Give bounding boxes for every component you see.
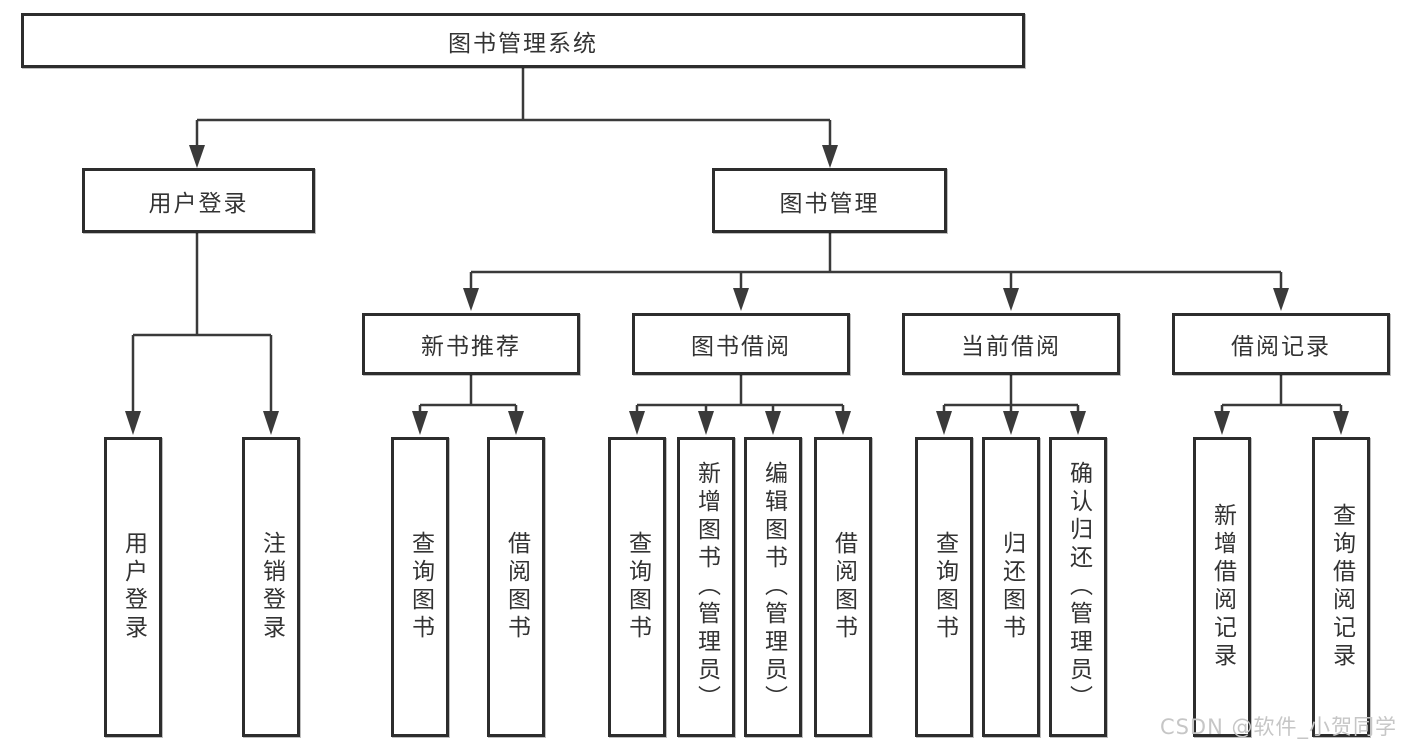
connector-root-to-level2 (195, 68, 832, 147)
node-borrow-records: 借阅记录 (1172, 313, 1390, 375)
leaf-add-book-admin: 新增图书（管理员） (677, 437, 735, 737)
arrow-down-icon (508, 411, 524, 435)
leaf-query-books-borrow-label: 查询图书 (624, 531, 651, 643)
arrow-down-icon (1214, 411, 1230, 435)
arrow-down-icon (822, 145, 838, 168)
node-book-borrow: 图书借阅 (632, 313, 850, 375)
leaf-user-login-label: 用户登录 (120, 531, 147, 643)
node-new-book-recommend: 新书推荐 (362, 313, 580, 375)
arrow-down-icon (698, 411, 714, 435)
leaf-query-books-borrow: 查询图书 (608, 437, 666, 737)
node-root: 图书管理系统 (21, 13, 1025, 68)
leaf-edit-book-admin-label: 编辑图书（管理员） (760, 461, 787, 713)
connector-borrowrecords-to-leaves (1220, 375, 1343, 413)
leaf-logout-label: 注销登录 (258, 531, 285, 643)
arrow-down-icon (1273, 288, 1289, 311)
leaf-borrow-books-borrow-label: 借阅图书 (830, 531, 857, 643)
leaf-query-books-current: 查询图书 (915, 437, 973, 737)
arrow-down-icon (463, 288, 479, 311)
arrow-down-icon (1003, 288, 1019, 311)
arrowheads (125, 145, 1349, 435)
leaf-logout: 注销登录 (242, 437, 300, 737)
leaf-borrow-books-recommend: 借阅图书 (487, 437, 545, 737)
leaf-query-books-recommend: 查询图书 (391, 437, 449, 737)
leaf-query-books-recommend-label: 查询图书 (407, 531, 434, 643)
leaf-borrow-books-borrow: 借阅图书 (814, 437, 872, 737)
leaf-user-login: 用户登录 (104, 437, 162, 737)
node-borrow-records-label: 借阅记录 (1231, 334, 1331, 360)
leaf-edit-book-admin: 编辑图书（管理员） (744, 437, 802, 737)
leaf-confirm-return-admin-label: 确认归还（管理员） (1065, 461, 1092, 713)
leaf-add-book-admin-label: 新增图书（管理员） (693, 461, 720, 713)
arrow-down-icon (835, 411, 851, 435)
connector-bookborrow-to-leaves (635, 375, 845, 413)
node-book-management: 图书管理 (712, 168, 947, 233)
leaf-borrow-books-recommend-label: 借阅图书 (503, 531, 530, 643)
connector-newbooks-to-leaves (418, 375, 518, 413)
leaf-return-book: 归还图书 (982, 437, 1040, 737)
node-book-management-label: 图书管理 (779, 190, 880, 217)
arrow-down-icon (936, 411, 952, 435)
arrow-down-icon (125, 411, 141, 435)
arrow-down-icon (1003, 411, 1019, 435)
node-root-label: 图书管理系统 (448, 30, 598, 57)
connector-currentborrow-to-leaves (942, 375, 1080, 413)
arrow-down-icon (733, 288, 749, 311)
arrow-down-icon (263, 411, 279, 435)
leaf-return-book-label: 归还图书 (998, 531, 1025, 643)
leaf-add-borrow-record: 新增借阅记录 (1193, 437, 1251, 737)
arrow-down-icon (412, 411, 428, 435)
connector-bookmgmt-to-level3 (469, 233, 1283, 290)
arrow-down-icon (1070, 411, 1086, 435)
connector-userlogin-to-leaves (131, 233, 273, 413)
node-new-book-recommend-label: 新书推荐 (421, 334, 521, 360)
arrow-down-icon (189, 145, 205, 168)
node-book-borrow-label: 图书借阅 (691, 334, 791, 360)
leaf-query-borrow-record: 查询借阅记录 (1312, 437, 1370, 737)
node-user-login: 用户登录 (82, 168, 315, 233)
arrow-down-icon (765, 411, 781, 435)
leaf-query-books-current-label: 查询图书 (931, 531, 958, 643)
arrow-down-icon (629, 411, 645, 435)
arrow-down-icon (1333, 411, 1349, 435)
leaf-add-borrow-record-label: 新增借阅记录 (1209, 503, 1236, 671)
leaf-confirm-return-admin: 确认归还（管理员） (1049, 437, 1107, 737)
node-user-login-label: 用户登录 (148, 190, 249, 217)
leaf-query-borrow-record-label: 查询借阅记录 (1328, 503, 1355, 671)
node-current-borrow: 当前借阅 (902, 313, 1120, 375)
node-current-borrow-label: 当前借阅 (961, 334, 1061, 360)
